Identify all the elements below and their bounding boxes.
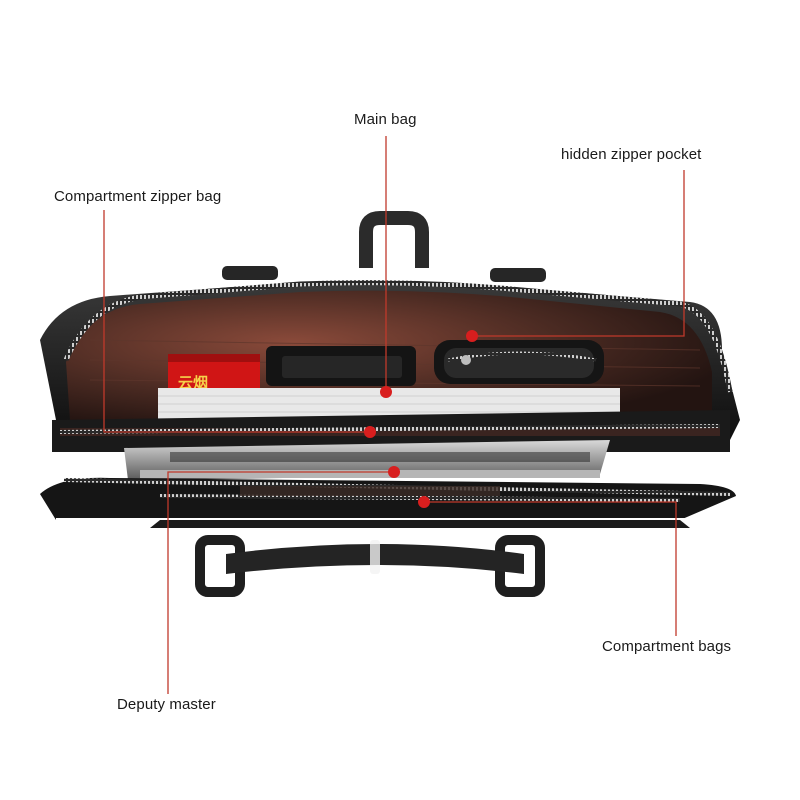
leader-deputy-master (167, 471, 394, 694)
leader-lines (103, 136, 685, 694)
laptop (124, 440, 610, 480)
label-main-bag: Main bag (354, 111, 417, 128)
dot-compartment-bags (418, 496, 430, 508)
card-holder (266, 346, 416, 386)
front-compartment (40, 477, 736, 520)
label-compartment-bags: Compartment bags (602, 638, 732, 655)
dot-hidden-pocket (466, 330, 478, 342)
label-deputy-master: Deputy master (117, 696, 216, 713)
marker-dots (364, 330, 478, 508)
top-handle (222, 211, 546, 282)
leader-compartment-zipper (103, 210, 370, 433)
dot-compartment-zipper (364, 426, 376, 438)
bottom-handle (195, 535, 545, 597)
zipper-wallet (434, 340, 604, 384)
leader-compartment-bags (424, 501, 677, 636)
dot-deputy-master (388, 466, 400, 478)
label-hidden-zipper-pocket: hidden zipper pocket (561, 146, 702, 163)
label-compartment-zipper-bag: Compartment zipper bag (54, 188, 222, 205)
package-text: 云烟 (178, 374, 208, 392)
dot-main-bag (380, 386, 392, 398)
leader-hidden-pocket (472, 170, 685, 337)
